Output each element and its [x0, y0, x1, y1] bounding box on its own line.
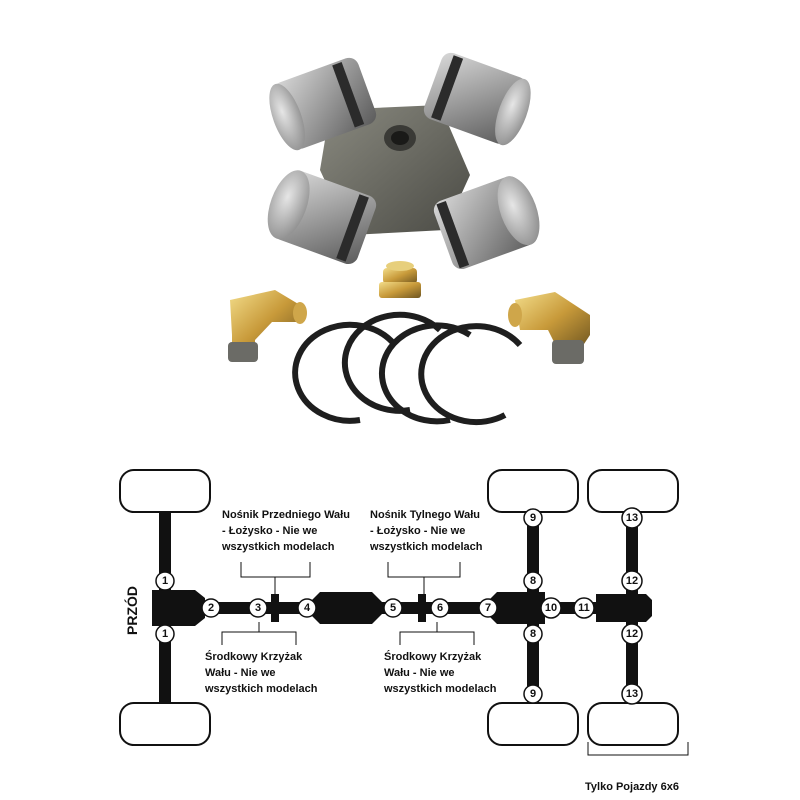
wheel-6x6-top [587, 469, 679, 513]
wheel-front-left-bottom [119, 702, 211, 746]
bracket-lines [221, 562, 689, 756]
marker-2: 2 [201, 598, 221, 618]
product-photo [228, 52, 590, 426]
wheels [119, 469, 679, 746]
svg-text:12: 12 [626, 575, 638, 587]
marker-6: 6 [430, 598, 450, 618]
svg-text:Wału - Nie we: Wału - Nie we [205, 667, 276, 679]
svg-text:4: 4 [304, 602, 311, 614]
svg-text:13: 13 [626, 512, 638, 524]
svg-text:8: 8 [530, 575, 536, 587]
marker-5: 5 [383, 598, 403, 618]
marker-9-top: 9 [523, 508, 543, 528]
marker-4: 4 [297, 598, 317, 618]
rear-carrier-bearing-label: Nośnik Tylnego Wału - Łożysko - Nie we w… [369, 509, 483, 553]
center-joint-rear-label: Środkowy Krzyżak Wału - Nie we wszystkic… [383, 650, 497, 695]
front-label: PRZÓD [123, 586, 140, 635]
marker-3: 3 [248, 598, 268, 618]
svg-text:wszystkich modelach: wszystkich modelach [369, 541, 483, 553]
svg-text:7: 7 [485, 602, 491, 614]
wheel-rear-bottom [487, 702, 579, 746]
svg-text:1: 1 [162, 575, 168, 587]
svg-text:3: 3 [255, 602, 261, 614]
svg-text:Nośnik Przedniego Wału: Nośnik Przedniego Wału [222, 509, 350, 521]
grease-fitting-straight [379, 261, 421, 298]
marker-13-bottom: 13 [621, 683, 643, 705]
svg-text:- Łożysko - Nie we: - Łożysko - Nie we [222, 525, 317, 537]
svg-text:2: 2 [208, 602, 214, 614]
marker-13-top: 13 [621, 507, 643, 529]
marker-8-bottom: 8 [523, 624, 543, 644]
marker-11: 11 [573, 597, 595, 619]
svg-text:9: 9 [530, 512, 536, 524]
marker-10: 10 [540, 597, 562, 619]
center-joint-front-label: Środkowy Krzyżak Wału - Nie we wszystkic… [204, 650, 318, 695]
svg-text:Nośnik Tylnego Wału: Nośnik Tylnego Wału [370, 509, 480, 521]
wheel-6x6-bottom [587, 702, 679, 746]
markers: 1 1 2 3 4 5 6 7 8 8 9 9 10 11 12 12 13 1… [155, 507, 643, 705]
grease-fitting-angled-right [508, 292, 590, 364]
svg-text:12: 12 [626, 628, 638, 640]
wheel-rear-top [487, 469, 579, 513]
marker-1-bottom: 1 [155, 624, 175, 644]
svg-text:11: 11 [578, 602, 590, 614]
marker-12-bottom: 12 [621, 623, 643, 645]
grease-fitting-angled-left [228, 290, 307, 362]
svg-text:wszystkich modelach: wszystkich modelach [204, 683, 318, 695]
svg-text:1: 1 [162, 628, 168, 640]
svg-text:- Łożysko - Nie we: - Łożysko - Nie we [370, 525, 465, 537]
marker-7: 7 [478, 598, 498, 618]
drivetrain-diagram: PRZÓD Nośnik Przedniego Wału - Łożysko -… [119, 469, 689, 793]
circlips [292, 311, 523, 426]
svg-text:6: 6 [437, 602, 443, 614]
svg-text:13: 13 [626, 688, 638, 700]
svg-text:wszystkich modelach: wszystkich modelach [383, 683, 497, 695]
svg-text:Środkowy Krzyżak: Środkowy Krzyżak [205, 650, 303, 663]
wheel-front-left-top [119, 469, 211, 513]
svg-text:8: 8 [530, 628, 536, 640]
svg-text:5: 5 [390, 602, 396, 614]
svg-text:10: 10 [545, 602, 557, 614]
svg-text:9: 9 [530, 688, 536, 700]
marker-9-bottom: 9 [523, 684, 543, 704]
svg-text:wszystkich modelach: wszystkich modelach [221, 541, 335, 553]
marker-8-top: 8 [523, 571, 543, 591]
front-carrier-bearing-label: Nośnik Przedniego Wału - Łożysko - Nie w… [221, 509, 350, 553]
universal-joint-cross [267, 52, 540, 270]
marker-1-top: 1 [155, 571, 175, 591]
six-wheel-note: Tylko Pojazdy 6x6 [585, 781, 679, 793]
svg-text:Środkowy Krzyżak: Środkowy Krzyżak [384, 650, 482, 663]
marker-12-top: 12 [621, 570, 643, 592]
svg-text:Wału - Nie we: Wału - Nie we [384, 667, 455, 679]
